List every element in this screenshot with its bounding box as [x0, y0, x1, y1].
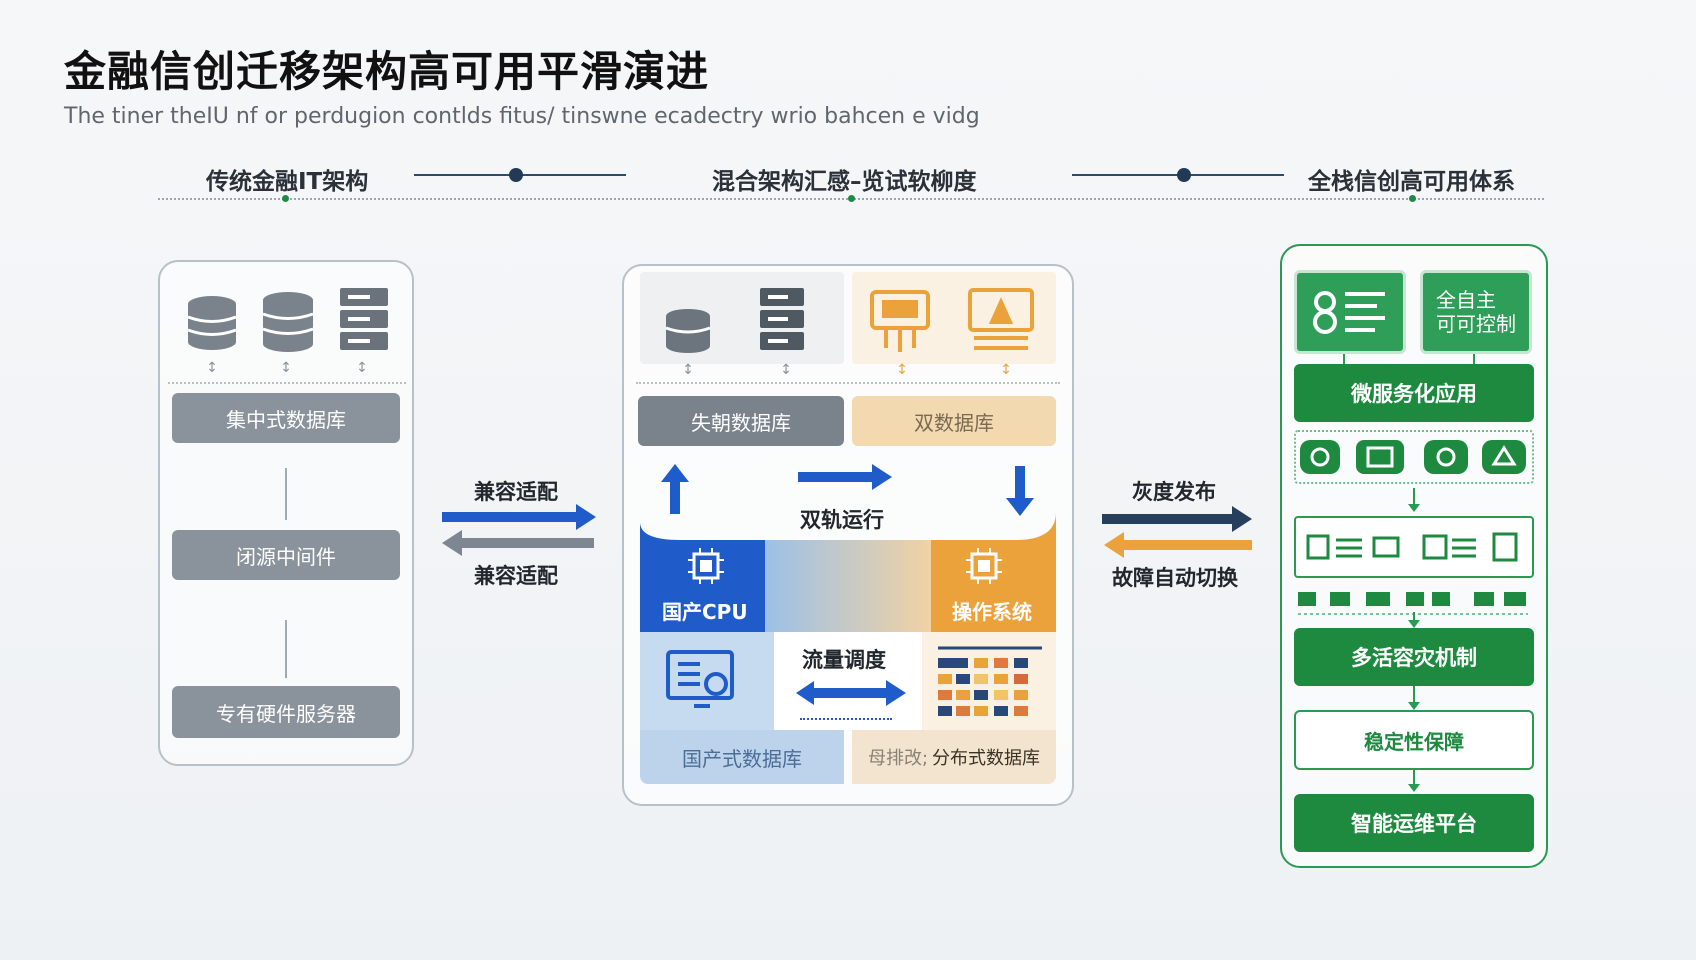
left-arrow-head [796, 681, 814, 705]
dual-arrow-icon: ↕ [356, 360, 368, 376]
hybrid-gray-tiles [640, 272, 844, 364]
connector [1343, 354, 1345, 364]
centralized-database-box: 集中式数据库 [172, 393, 400, 443]
autonomy-tile: 全自主 可可控制 [1420, 270, 1532, 354]
divider [168, 382, 406, 384]
closed-source-middleware-box: 闭源中间件 [172, 530, 400, 580]
down-connector-arrow [1408, 488, 1420, 512]
down-connector-arrow [1408, 770, 1420, 792]
security-tile [1294, 270, 1406, 354]
stability-box: 稳定性保障 [1294, 710, 1534, 770]
timeline-node [509, 168, 523, 182]
stage-label-full-stack: 全栈信创高可用体系 [1308, 169, 1515, 195]
database-icon [262, 292, 314, 352]
connector [1473, 354, 1475, 364]
legacy-hardware-icons [180, 286, 398, 358]
timeline-marker [848, 195, 855, 202]
legacy-database-box: 失朝数据库 [638, 396, 844, 446]
domestic-cpu-label: 国产CPU [662, 600, 748, 624]
cpu-icon [688, 548, 724, 584]
distributed-db-label: 分布式数据库 [932, 748, 1041, 769]
intelligent-ops-box: 智能运维平台 [1294, 794, 1534, 852]
up-arrow [670, 480, 680, 514]
timeline-node [1177, 168, 1191, 182]
dual-arrow-icon: ↕ [206, 360, 218, 376]
up-arrow-head [661, 464, 689, 482]
dotted-return-line [800, 718, 892, 720]
right-arrow [798, 464, 892, 490]
dual-arrow-icon: ↕ [896, 362, 908, 378]
dual-arrow-icon: ↕ [780, 362, 792, 378]
down-connector-arrow [1408, 612, 1420, 628]
database-icon [187, 296, 237, 350]
os-chip-icon [966, 548, 1002, 584]
stage-label-hybrid: 混合架构汇感–览试软柳度 [712, 169, 977, 195]
page-title: 金融信创迁移架构高可用平滑演进 [64, 47, 710, 96]
autonomy-tile-label: 全自主 可可控制 [1436, 288, 1516, 336]
service-icon-row [1294, 516, 1534, 578]
distributed-database-box: 母排改; 分布式数据库 [852, 730, 1056, 784]
timeline-marker [282, 195, 289, 202]
shield-icon [1313, 291, 1385, 334]
page-subtitle: The tiner theIU nf or perdugion contlds … [64, 104, 980, 129]
gray-release-label: 灰度发布 [1132, 480, 1216, 504]
down-arrow-head [1006, 498, 1034, 516]
forward-arrow [1102, 506, 1252, 532]
dual-arrow-icon: ↕ [1000, 362, 1012, 378]
microservice-box: 微服务化应用 [1294, 364, 1534, 422]
distributed-db-prefix: 母排改; [867, 748, 929, 769]
traffic-scheduling-label: 流量调度 [802, 648, 886, 672]
down-arrow [1015, 466, 1025, 500]
hybrid-color-band [640, 512, 1056, 632]
dual-arrow-icon: ↕ [682, 362, 694, 378]
monitor-settings-icon [666, 650, 734, 708]
left-arrow [812, 680, 906, 706]
database-icon [665, 309, 711, 353]
down-connector [285, 620, 287, 678]
component-icon-row [1294, 430, 1534, 484]
failover-arrow [1104, 532, 1252, 558]
forward-arrow [442, 504, 596, 530]
os-label: 操作系统 [952, 600, 1032, 624]
multi-active-dr-box: 多活容灾机制 [1294, 628, 1534, 686]
down-connector-arrow [1408, 686, 1420, 710]
divider [636, 382, 1060, 384]
server-icon [760, 288, 804, 350]
server-icon [340, 288, 388, 350]
timeline-marker [1409, 195, 1416, 202]
backward-arrow [442, 530, 594, 556]
node-grid-icon [938, 646, 1042, 716]
hybrid-orange-tiles [852, 272, 1056, 364]
down-connector [285, 468, 287, 520]
dual-database-box: 双数据库 [852, 396, 1056, 446]
compat-label-bottom: 兼容适配 [474, 564, 558, 588]
proprietary-hardware-box: 专有硬件服务器 [172, 686, 400, 738]
chip-icon [870, 290, 930, 352]
dual-arrow-icon: ↕ [280, 360, 292, 376]
failover-label: 故障自动切换 [1112, 566, 1238, 590]
stage-label-traditional: 传统金融IT架构 [206, 169, 369, 195]
compat-label-top: 兼容适配 [474, 480, 558, 504]
monitor-alert-icon [968, 288, 1034, 350]
domestic-database-box: 国产式数据库 [640, 730, 844, 784]
dual-track-label: 双轨运行 [800, 508, 884, 532]
